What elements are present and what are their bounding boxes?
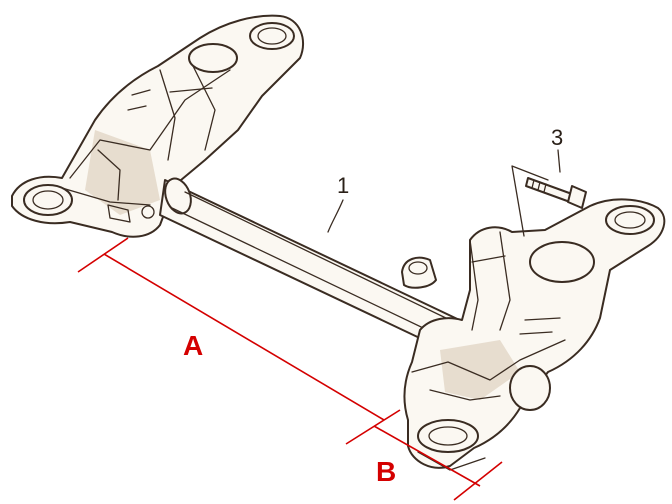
left-bracket (11, 14, 305, 238)
right-top-mount-hole (605, 205, 655, 235)
dim-b-line (373, 425, 481, 487)
leader-3-fan (511, 165, 549, 237)
left-front-mount-hole (23, 184, 73, 216)
dim-a-line (103, 253, 385, 421)
right-front-mount-hole (417, 419, 479, 453)
dimension-label-a: A (183, 330, 204, 361)
dimension-label-b: B (376, 456, 397, 487)
left-inner-bore (188, 43, 238, 73)
callout-bolt: 3 (551, 125, 564, 150)
leader-lines (327, 149, 561, 237)
clamp (401, 256, 437, 289)
callout-crossmember: 1 (337, 173, 350, 198)
dimension-lines (77, 237, 503, 501)
dim-a-extension-left (77, 237, 129, 273)
leader-3 (557, 149, 561, 173)
right-bracket (403, 198, 666, 471)
right-inner-bore (529, 241, 595, 283)
bolt (525, 177, 587, 209)
leader-1 (327, 199, 344, 233)
right-side-boss (509, 365, 551, 411)
dim-b-extension-right (453, 461, 503, 501)
left-top-mount-hole (249, 22, 295, 50)
dim-a-extension-right (345, 409, 401, 445)
